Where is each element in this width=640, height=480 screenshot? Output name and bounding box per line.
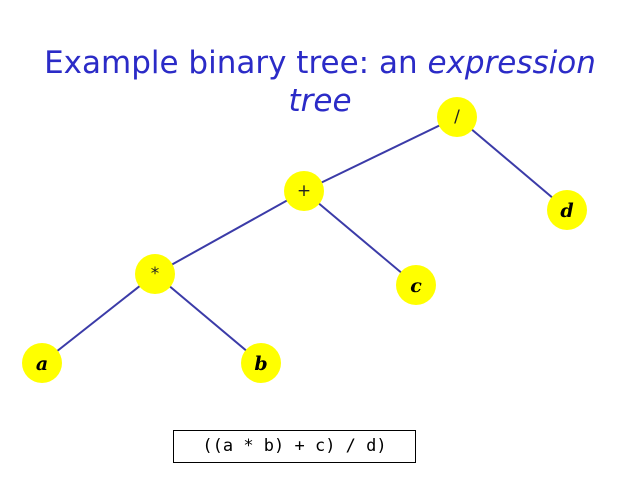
tree-edge-plus-times <box>154 190 305 275</box>
tree-node-circle <box>396 265 436 305</box>
title-emphasis-tree: tree <box>288 83 352 119</box>
tree-edge-plus-c <box>303 190 417 286</box>
tree-node-a: a <box>22 343 62 383</box>
tree-node-circle <box>547 190 587 230</box>
tree-node-circle <box>241 343 281 383</box>
tree-node-plus: + <box>284 171 324 211</box>
tree-nodes: / + d * c a b <box>22 97 587 383</box>
tree-edge-times-b <box>154 273 262 364</box>
tree-edges <box>41 116 568 364</box>
tree-node-b: b <box>241 343 281 383</box>
tree-node-circle <box>135 254 175 294</box>
tree-node-label: / <box>454 107 460 127</box>
tree-node-circle <box>22 343 62 383</box>
title-plain-text: Example binary tree: an <box>44 45 428 81</box>
tree-node-circle <box>284 171 324 211</box>
tree-node-c: c <box>396 265 436 305</box>
slide-title: Example binary tree: an expression tree <box>30 44 610 120</box>
tree-node-label: * <box>151 264 160 284</box>
tree-node-label: a <box>36 353 48 375</box>
tree-node-label: + <box>297 181 311 201</box>
formula-box: ((a * b) + c) / d) <box>173 430 416 463</box>
tree-edge-div-d <box>456 116 568 211</box>
tree-node-label: c <box>410 275 422 297</box>
title-emphasis-expression: expression <box>427 45 596 81</box>
tree-edge-times-a <box>41 273 156 364</box>
tree-node-label: d <box>560 200 573 222</box>
tree-node-div: / <box>437 97 477 137</box>
tree-node-d: d <box>547 190 587 230</box>
tree-node-circle <box>437 97 477 137</box>
tree-edge-div-plus <box>303 116 458 192</box>
tree-node-label: b <box>254 353 267 375</box>
tree-node-times: * <box>135 254 175 294</box>
